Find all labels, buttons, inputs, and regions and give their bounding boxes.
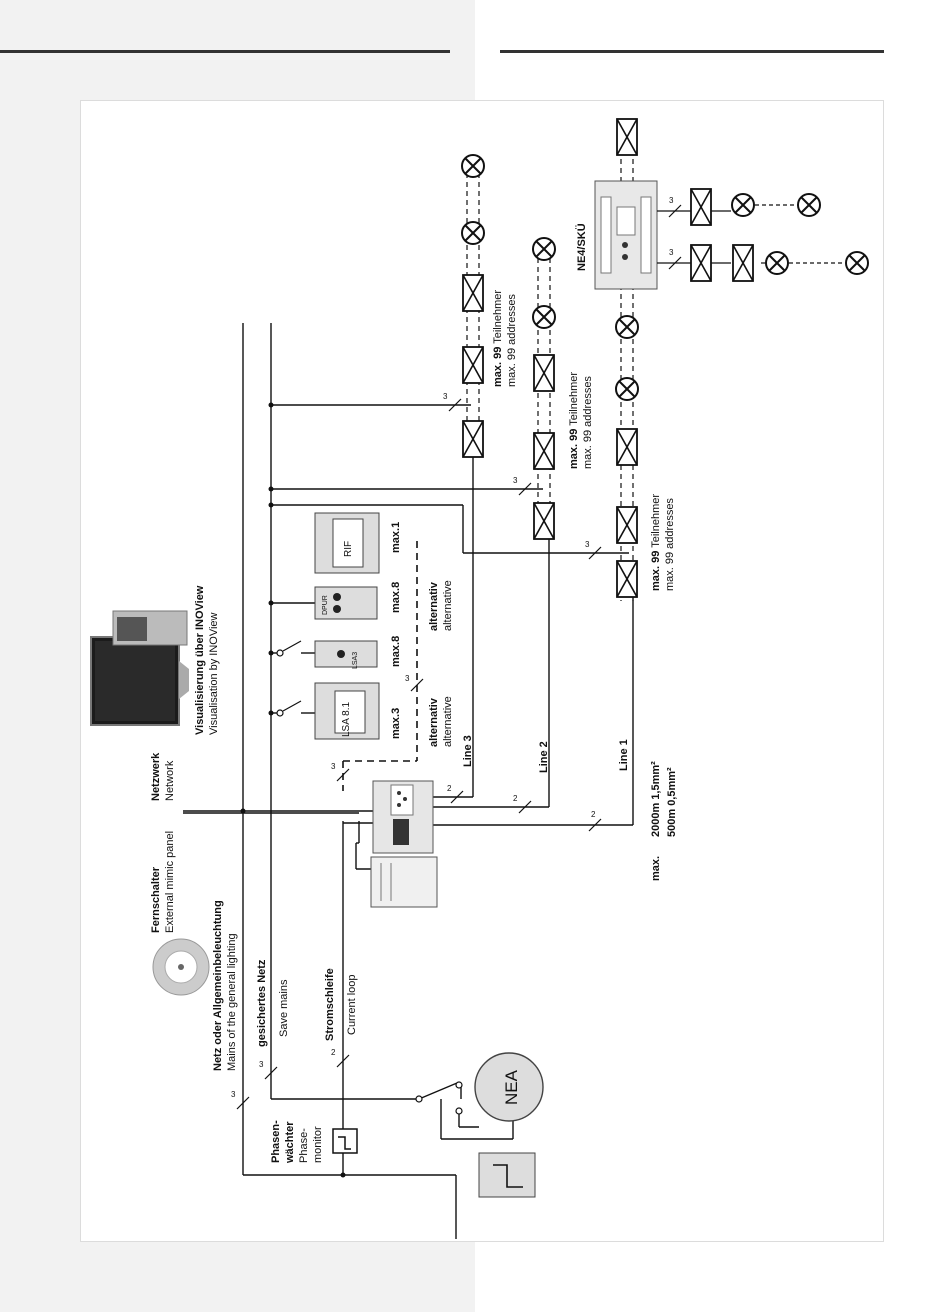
dpur-module bbox=[314, 586, 378, 620]
visualisierung-label: Visualisierung über INOView bbox=[194, 585, 206, 735]
wire-count-safe: 3 bbox=[259, 1060, 264, 1069]
lsa3-label: LSA3 bbox=[352, 652, 359, 669]
switch-contacts bbox=[276, 649, 463, 1115]
addresses-line2: max. 99 addresses bbox=[582, 376, 594, 469]
remote-switch-icon bbox=[152, 938, 210, 996]
line2-chain bbox=[532, 237, 556, 540]
line1-label: Line 1 bbox=[618, 739, 630, 771]
teilnehmer-line1: max. 99 Teilnehmer bbox=[650, 494, 662, 591]
wire-count-bus: 3 bbox=[331, 762, 336, 771]
phasen-label-1: Phasen- bbox=[270, 1120, 282, 1163]
phase-monitor-symbol bbox=[332, 1128, 358, 1154]
lsa81-label: LSA 8.1 bbox=[341, 702, 352, 737]
gesichertes-label: gesichertes Netz bbox=[256, 959, 268, 1047]
header-rule-left bbox=[0, 50, 450, 53]
teilnehmer-line1-bold: max. 99 bbox=[650, 551, 662, 591]
line3-label: Line 3 bbox=[462, 735, 474, 767]
wire-count-loop: 2 bbox=[331, 1048, 336, 1057]
ne4-label: NE4/SKÜ bbox=[575, 223, 588, 271]
nea-label: NEA bbox=[502, 1069, 521, 1105]
lsa3-module bbox=[314, 640, 378, 668]
addresses-line3: max. 99 addresses bbox=[506, 294, 518, 387]
max8b-label: max.8 bbox=[390, 582, 402, 613]
phasen-en-1: Phase- bbox=[298, 1128, 310, 1163]
wiring-diagram-panel: Fernschalter External mimic panel Netzwe… bbox=[80, 100, 884, 1242]
rif-module bbox=[314, 512, 380, 574]
wire-count-mains: 3 bbox=[231, 1090, 236, 1099]
wire-count-feed1: 3 bbox=[585, 540, 590, 549]
max-text: max. bbox=[650, 856, 662, 881]
alternative-1: alternative bbox=[442, 696, 454, 747]
rif-label: RIF bbox=[343, 541, 354, 557]
phasen-label-2: wächter bbox=[284, 1121, 296, 1164]
alternative-2: alternative bbox=[442, 580, 454, 631]
gesichertes-en: Save mains bbox=[278, 979, 290, 1037]
fernschalter-en: External mimic panel bbox=[164, 831, 176, 933]
netz-allg-en: Mains of the general lighting bbox=[226, 933, 238, 1071]
netzwerk-en: Network bbox=[164, 760, 176, 801]
alternativ-1: alternativ bbox=[428, 697, 440, 747]
teilnehmer-line2-rest: Teilnehmer bbox=[568, 372, 580, 429]
max8a-label: max.8 bbox=[390, 636, 402, 667]
max-dist-1: 2000m 1,5mm² bbox=[650, 761, 662, 837]
alternative-dashed-bus bbox=[342, 541, 418, 791]
inotec-unit bbox=[370, 856, 438, 908]
mains-wiring bbox=[183, 323, 634, 1239]
stromschleife-label: Stromschleife bbox=[324, 968, 336, 1041]
phasen-en-2: monitor bbox=[312, 1126, 324, 1163]
line3-chain bbox=[461, 154, 485, 458]
max-dist-2: 500m 0,5mm² bbox=[666, 767, 678, 837]
teilnehmer-line2: max. 99 Teilnehmer bbox=[568, 372, 580, 469]
transfer-switch-symbol bbox=[478, 1152, 536, 1198]
wire-count-line3: 2 bbox=[447, 784, 452, 793]
teilnehmer-line1-rest: Teilnehmer bbox=[650, 494, 662, 551]
teilnehmer-line3: max. 99 Teilnehmer bbox=[492, 290, 504, 387]
wire-count-ne4-b: 3 bbox=[669, 248, 674, 257]
wire-count-feed3: 3 bbox=[443, 392, 448, 401]
header-rule-right bbox=[500, 50, 884, 53]
ne4-branches bbox=[657, 204, 845, 264]
addresses-line1: max. 99 addresses bbox=[664, 498, 676, 591]
fernschalter-label: Fernschalter bbox=[150, 866, 162, 933]
wire-count-ne4-a: 3 bbox=[669, 196, 674, 205]
wire-count-line2: 2 bbox=[513, 794, 518, 803]
netzwerk-label: Netzwerk bbox=[150, 752, 162, 801]
max3-label: max.3 bbox=[390, 708, 402, 739]
wiring-diagram: Fernschalter External mimic panel Netzwe… bbox=[90, 118, 869, 1239]
wire-count-feed2: 3 bbox=[513, 476, 518, 485]
monitor-icon bbox=[90, 610, 189, 726]
teilnehmer-line3-bold: max. 99 bbox=[492, 347, 504, 387]
dpur-label: DPUR bbox=[322, 595, 329, 615]
lsa81-module bbox=[314, 682, 380, 740]
teilnehmer-line3-rest: Teilnehmer bbox=[492, 290, 504, 347]
junction-dots bbox=[240, 402, 346, 1178]
stromschleife-en: Current loop bbox=[346, 974, 358, 1035]
max1-label: max.1 bbox=[390, 522, 402, 553]
central-control-unit bbox=[372, 780, 434, 854]
alternativ-2: alternativ bbox=[428, 581, 440, 631]
line2-label: Line 2 bbox=[538, 741, 550, 773]
visualisierung-en: Visualisation by INOView bbox=[208, 612, 220, 735]
netz-allg-label: Netz oder Allgemeinbeleuchtung bbox=[212, 900, 224, 1071]
wire-count-alt: 3 bbox=[405, 674, 410, 683]
ne4-module bbox=[594, 180, 658, 290]
nea-generator bbox=[474, 1052, 544, 1122]
teilnehmer-line2-bold: max. 99 bbox=[568, 429, 580, 469]
wire-count-line1: 2 bbox=[591, 810, 596, 819]
